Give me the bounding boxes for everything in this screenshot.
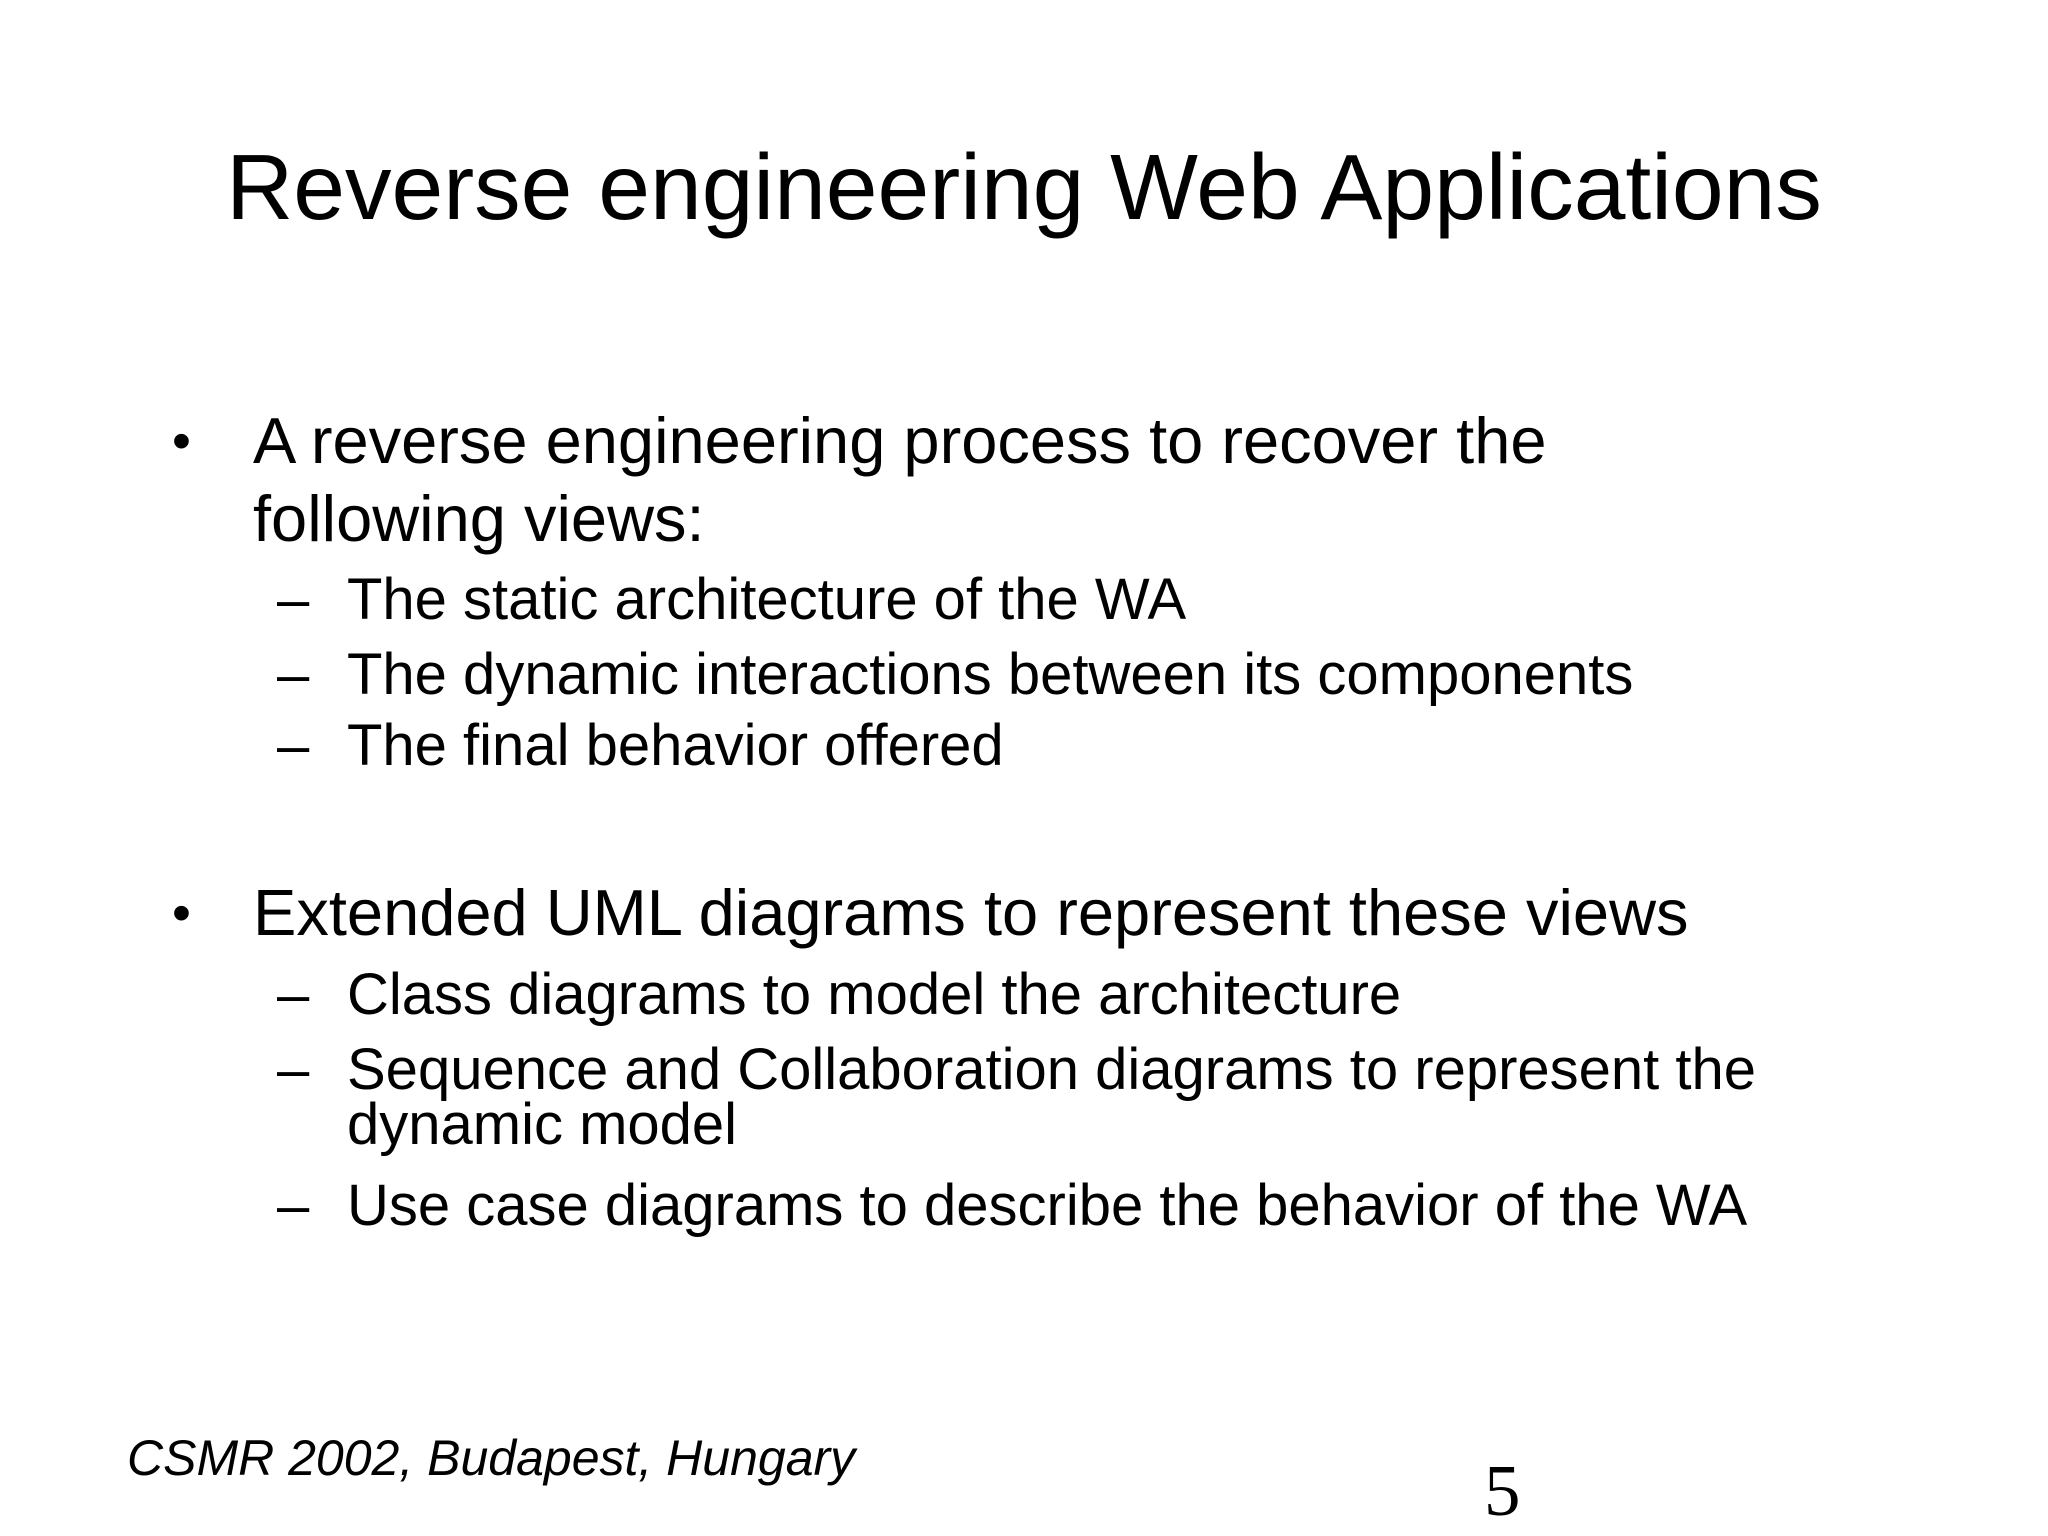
bullet-item: • A reverse engineering process to recov… — [172, 402, 1773, 558]
dash-icon: – — [277, 642, 310, 707]
sub-bullet-text: The final behavior offered — [347, 713, 1004, 778]
bullet-item: • Extended UML diagrams to represent the… — [172, 874, 1873, 952]
bullet-text: A reverse engineering process to recover… — [253, 404, 1547, 555]
sub-bullet-item: – Use case diagrams to describe the beha… — [277, 1173, 1867, 1238]
dash-icon: – — [277, 713, 310, 778]
sub-bullet-item: – The static architecture of the WA — [277, 567, 1867, 632]
dash-icon: – — [277, 1173, 310, 1238]
sub-bullet-text: The static architecture of the WA — [347, 567, 1187, 632]
footer-text: CSMR 2002, Budapest, Hungary — [127, 1430, 856, 1486]
sub-bullet-item: – Class diagrams to model the architectu… — [277, 962, 1867, 1027]
slide-title: Reverse engineering Web Applications — [226, 135, 1822, 239]
sub-bullet-text: Class diagrams to model the architecture — [347, 962, 1402, 1027]
bullet-dot-icon: • — [172, 411, 191, 471]
dash-icon: – — [277, 567, 310, 632]
dash-icon: – — [277, 962, 310, 1027]
sub-bullet-item: – The final behavior offered — [277, 713, 1867, 778]
sub-bullet-text: The dynamic interactions between its com… — [347, 642, 1634, 707]
bullet-dot-icon: • — [172, 883, 191, 943]
sub-bullet-text: Use case diagrams to describe the behavi… — [347, 1173, 1748, 1238]
bullet-text: Extended UML diagrams to represent these… — [253, 876, 1689, 949]
page-number: 5 — [1484, 1450, 1521, 1531]
sub-bullet-text: Sequence and Collaboration diagrams to r… — [347, 1037, 1757, 1157]
sub-bullet-item: – Sequence and Collaboration diagrams to… — [277, 1037, 1867, 1157]
dash-icon: – — [277, 1037, 310, 1102]
sub-bullet-item: – The dynamic interactions between its c… — [277, 642, 1867, 707]
